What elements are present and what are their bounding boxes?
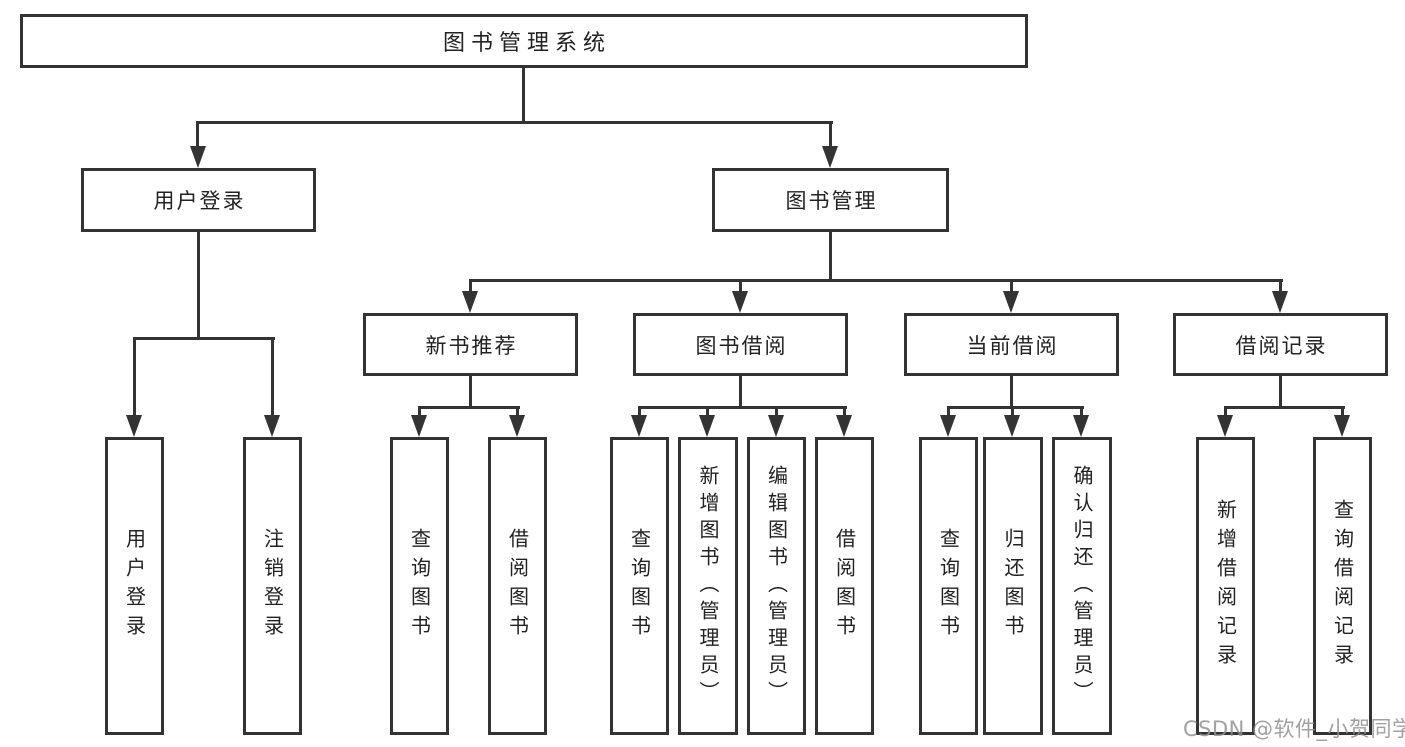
- connector-drop-new-book: [469, 279, 472, 295]
- arrowhead-borrow-records-icon: [1272, 291, 1288, 313]
- connector-drop-query-3: [947, 406, 950, 419]
- leaf-logout: 注销登录: [243, 437, 302, 735]
- arrowhead-query-3-icon: [940, 415, 956, 437]
- node-borrow-records-label: 借阅记录: [1235, 333, 1328, 358]
- connector-drop-add-book: [706, 406, 709, 419]
- leaf-edit-book-admin-label: 编辑图书（管理员）: [764, 464, 789, 708]
- arrowhead-query-1-icon: [411, 415, 427, 437]
- connector-user-login-stem: [197, 232, 200, 340]
- connector-borrow-records-stem: [1279, 376, 1282, 409]
- node-new-book-recommend-label: 新书推荐: [425, 333, 518, 358]
- arrowhead-leaf-logout-icon: [264, 415, 280, 437]
- connector-root-stem: [522, 68, 525, 121]
- leaf-user-login: 用户登录: [105, 437, 164, 735]
- arrowhead-book-management-icon: [822, 146, 838, 168]
- connector-current-borrow-rail: [947, 406, 1084, 409]
- connector-book-borrow-rail: [638, 406, 847, 409]
- arrowhead-borrow-2-icon: [836, 415, 852, 437]
- leaf-add-book-admin-label: 新增图书（管理员）: [696, 464, 720, 708]
- connector-drop-leaf-user-login: [133, 337, 136, 419]
- node-book-borrow: 图书借阅: [633, 313, 848, 376]
- arrowhead-borrow-1-icon: [509, 415, 525, 437]
- connector-root-drop-left: [196, 121, 199, 150]
- connector-drop-query-2: [638, 406, 641, 419]
- leaf-query-books-3: 查询图书: [919, 437, 978, 735]
- leaf-query-books-3-label: 查询图书: [936, 528, 961, 644]
- leaf-query-books-2-label: 查询图书: [627, 528, 652, 644]
- leaf-borrow-books-1-label: 借阅图书: [505, 528, 530, 644]
- connector-drop-borrow-records: [1279, 279, 1282, 295]
- leaf-borrow-books-2: 借阅图书: [815, 437, 874, 735]
- leaf-query-borrow-record-label: 查询借阅记录: [1330, 499, 1355, 673]
- connector-book-management-stem: [829, 232, 832, 282]
- connector-drop-borrow-2: [843, 406, 846, 419]
- arrowhead-leaf-user-login-icon: [126, 415, 142, 437]
- arrowhead-current-borrow-icon: [1003, 291, 1019, 313]
- leaf-user-login-label: 用户登录: [122, 528, 147, 644]
- connector-drop-current-borrow: [1010, 279, 1013, 295]
- node-new-book-recommend: 新书推荐: [363, 313, 578, 376]
- arrowhead-query-record-icon: [1334, 415, 1350, 437]
- leaf-return-book-label: 归还图书: [1001, 528, 1025, 644]
- connector-root-rail: [196, 121, 833, 124]
- arrowhead-new-book-icon: [462, 291, 478, 313]
- leaf-query-books-2: 查询图书: [610, 437, 669, 735]
- csdn-watermark: CSDN @软件_小贺同学: [1183, 717, 1405, 741]
- arrowhead-query-2-icon: [631, 415, 647, 437]
- node-current-borrow-label: 当前借阅: [966, 333, 1059, 358]
- leaf-query-borrow-record: 查询借阅记录: [1313, 437, 1372, 735]
- leaf-borrow-books-1: 借阅图书: [488, 437, 547, 735]
- leaf-logout-label: 注销登录: [260, 528, 285, 644]
- connector-new-book-stem: [469, 376, 472, 409]
- connector-current-borrow-stem: [1010, 376, 1013, 409]
- leaf-return-book: 归还图书: [983, 437, 1043, 735]
- node-user-login-label: 用户登录: [153, 189, 246, 213]
- node-book-management: 图书管理: [712, 168, 949, 232]
- arrowhead-return-book-icon: [1004, 415, 1020, 437]
- connector-drop-leaf-logout: [271, 337, 274, 419]
- node-root-label: 图书管理系统: [442, 31, 611, 56]
- leaf-borrow-books-2-label: 借阅图书: [832, 528, 857, 644]
- connector-new-book-rail: [418, 406, 520, 409]
- connector-drop-add-record: [1224, 406, 1227, 419]
- arrowhead-user-login-icon: [190, 146, 206, 168]
- arrowhead-edit-book-icon: [768, 415, 784, 437]
- node-user-login: 用户登录: [81, 168, 316, 232]
- connector-book-management-rail: [469, 279, 1283, 282]
- arrowhead-book-borrow-icon: [732, 291, 748, 313]
- arrowhead-confirm-return-icon: [1073, 415, 1089, 437]
- leaf-query-books-1-label: 查询图书: [407, 528, 432, 644]
- connector-borrow-records-rail: [1224, 406, 1345, 409]
- connector-drop-book-borrow: [739, 279, 742, 295]
- node-root: 图书管理系统: [20, 14, 1028, 68]
- connector-drop-confirm-return: [1080, 406, 1083, 419]
- arrowhead-add-book-icon: [699, 415, 715, 437]
- connector-drop-return-book: [1011, 406, 1014, 419]
- leaf-add-book-admin: 新增图书（管理员）: [678, 437, 738, 735]
- connector-drop-query-1: [418, 406, 421, 419]
- connector-drop-edit-book: [775, 406, 778, 419]
- connector-drop-borrow-1: [516, 406, 519, 419]
- leaf-add-borrow-record: 新增借阅记录: [1196, 437, 1255, 735]
- node-book-management-label: 图书管理: [785, 189, 878, 213]
- leaf-edit-book-admin: 编辑图书（管理员）: [747, 437, 806, 735]
- leaf-confirm-return-admin: 确认归还（管理员）: [1052, 437, 1112, 735]
- leaf-confirm-return-admin-label: 确认归还（管理员）: [1070, 464, 1094, 708]
- node-borrow-records: 借阅记录: [1173, 313, 1388, 376]
- connector-drop-query-record: [1341, 406, 1344, 419]
- leaf-query-books-1: 查询图书: [390, 437, 449, 735]
- node-book-borrow-label: 图书借阅: [695, 333, 788, 358]
- node-current-borrow: 当前借阅: [904, 313, 1119, 376]
- connector-user-login-rail: [133, 337, 275, 340]
- connector-root-drop-right: [829, 121, 832, 150]
- leaf-add-borrow-record-label: 新增借阅记录: [1213, 499, 1238, 673]
- connector-book-borrow-stem: [739, 376, 742, 409]
- arrowhead-add-record-icon: [1217, 415, 1233, 437]
